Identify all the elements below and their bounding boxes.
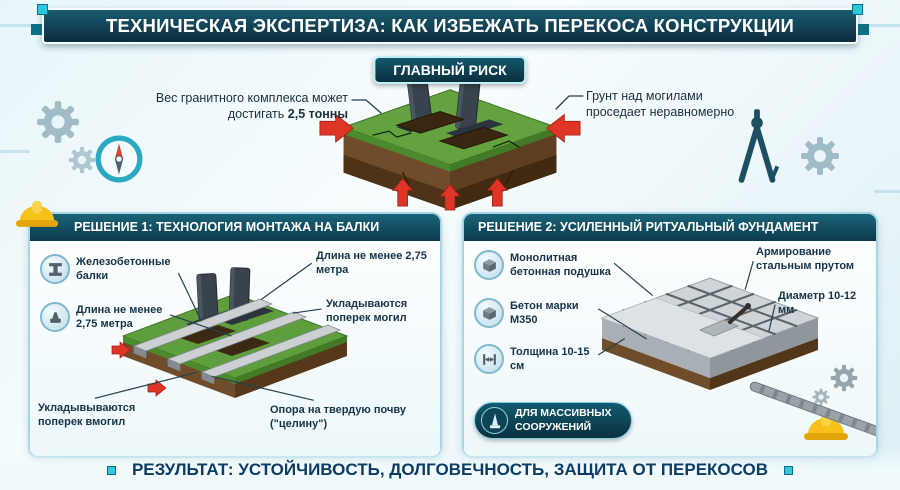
result-band bbox=[0, 446, 900, 490]
support-label: Опора на твердую почву ("целину") bbox=[270, 404, 406, 430]
banner-corner-square bbox=[31, 24, 42, 35]
weight-note-text: Вес гранитного комплекса может достигать bbox=[155, 91, 348, 122]
obelisk-icon bbox=[481, 407, 508, 434]
weight-note-bold: 2,5 тонны bbox=[287, 107, 348, 122]
main-risk-badge: ГЛАВНЫЙ РИСК bbox=[373, 56, 527, 84]
drafting-compass-icon bbox=[728, 108, 786, 186]
massive-structures-badge: ДЛЯ МАССИВНЫХ СООРУЖЕНИЙ bbox=[474, 402, 632, 439]
result-square-right bbox=[784, 466, 794, 476]
result-square-left bbox=[106, 466, 116, 476]
result-bar: РЕЗУЛЬТАТ: УСТОЙЧИВОСТЬ, ДОЛГОВЕЧНОСТЬ, … bbox=[0, 460, 900, 480]
across-bottom-label: Укладывываются поперек вмогил bbox=[38, 402, 136, 428]
hard-hat-icon bbox=[14, 196, 60, 229]
title-banner: ТЕХНИЧЕСКАЯ ЭКСПЕРТИЗА: КАК ИЗБЕЖАТЬ ПЕР… bbox=[31, 4, 869, 44]
concrete-grade-icon bbox=[474, 298, 504, 328]
rebar-label: Армирование стальным прутом bbox=[756, 246, 855, 272]
beam-length-icon bbox=[40, 302, 70, 332]
banner-corner-square bbox=[858, 24, 869, 35]
circuit-line bbox=[0, 150, 30, 153]
solution1-panel: РЕШЕНИЕ 1: ТЕХНОЛОГИЯ МОНТАЖА НА БАЛКИ bbox=[28, 212, 442, 458]
thickness-label: Толщина 10-15 см bbox=[510, 346, 590, 372]
solution2-panel: РЕШЕНИЕ 2: УСИЛЕННЫЙ РИТУАЛЬНЫЙ ФУНДАМЕН… bbox=[462, 212, 878, 458]
page-title: ТЕХНИЧЕСКАЯ ЭКСПЕРТИЗА: КАК ИЗБЕЖАТЬ ПЕР… bbox=[105, 15, 795, 36]
pad-label: Монолитная бетонная подушка bbox=[510, 252, 611, 278]
gear-icon bbox=[36, 100, 80, 144]
circuit-line bbox=[0, 24, 44, 27]
solution1-header-text: РЕШЕНИЕ 1: ТЕХНОЛОГИЯ МОНТАЖА НА БАЛКИ bbox=[74, 220, 380, 234]
circuit-line bbox=[874, 190, 900, 193]
massive-structures-label: ДЛЯ МАССИВНЫХ СООРУЖЕНИЙ bbox=[515, 407, 612, 433]
compass-rose-icon bbox=[94, 134, 144, 184]
gear-icon bbox=[800, 136, 840, 176]
i-beam-icon bbox=[40, 254, 70, 284]
main-risk-label: ГЛАВНЫЙ РИСК bbox=[393, 62, 507, 78]
grade-label: Бетон марки М350 bbox=[510, 300, 579, 326]
solution2-header: РЕШЕНИЕ 2: УСИЛЕННЫЙ РИТУАЛЬНЫЙ ФУНДАМЕН… bbox=[464, 214, 876, 241]
thickness-icon bbox=[474, 344, 504, 374]
weight-note: Вес гранитного комплекса может достигать… bbox=[152, 90, 348, 123]
beams-label: Железобетонные балки bbox=[76, 256, 171, 282]
concrete-pad-icon bbox=[474, 250, 504, 280]
solution1-header: РЕШЕНИЕ 1: ТЕХНОЛОГИЯ МОНТАЖА НА БАЛКИ bbox=[30, 214, 440, 241]
length-right-label: Длина не менее 2,75 метра bbox=[316, 250, 427, 276]
gear-icon bbox=[68, 146, 96, 174]
banner-corner-square bbox=[37, 4, 48, 15]
soil-note-text: Грунт над могилами проседает неравномерн… bbox=[586, 89, 735, 120]
result-text: РЕЗУЛЬТАТ: УСТОЙЧИВОСТЬ, ДОЛГОВЕЧНОСТЬ, … bbox=[131, 460, 769, 479]
solution2-header-text: РЕШЕНИЕ 2: УСИЛЕННЫЙ РИТУАЛЬНЫЙ ФУНДАМЕН… bbox=[478, 220, 819, 234]
foundation-illustration bbox=[600, 277, 820, 390]
diameter-label: Диаметр 10-12 мм bbox=[778, 290, 857, 316]
risk-illustration bbox=[319, 74, 581, 211]
length-left-label: Длина не менее 2,75 метра bbox=[76, 304, 163, 330]
across-right-label: Укладываются поперек могил bbox=[326, 298, 408, 324]
soil-note: Грунт над могилами проседает неравномерн… bbox=[586, 88, 736, 121]
gear-icon bbox=[830, 364, 858, 392]
banner-corner-square bbox=[852, 4, 863, 15]
circuit-line bbox=[856, 24, 900, 27]
